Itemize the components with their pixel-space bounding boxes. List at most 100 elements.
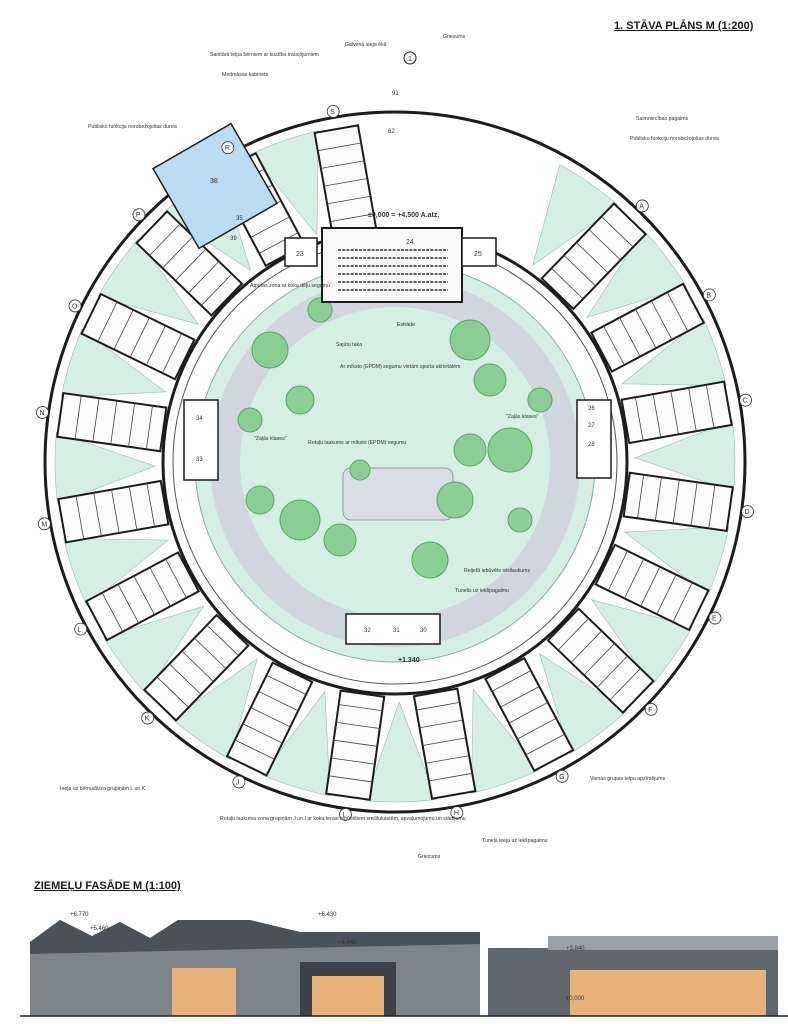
group-letter-circle — [339, 808, 352, 821]
level-6: ±0,000 — [566, 996, 585, 1002]
inner-courtyard — [194, 261, 596, 663]
group-letter-circle — [38, 517, 51, 531]
note-path: Sajūtu taka — [336, 342, 362, 348]
wing-block — [622, 471, 734, 532]
room-34-label: 34 — [196, 416, 203, 422]
level-2: +5.460 — [90, 926, 109, 932]
room-31-label: 31 — [393, 628, 400, 634]
note-griezums-bottom: Griezums — [418, 854, 441, 860]
note-main-entry: Galvenā ieeja ēkā — [345, 42, 387, 48]
tree — [453, 433, 487, 467]
lawn-fan — [261, 690, 331, 797]
group-letter-circle — [450, 806, 464, 819]
group-letter-circle — [221, 141, 235, 155]
lawn-fan — [364, 701, 437, 803]
facade-window-3 — [570, 970, 766, 1016]
group-letter-circle — [36, 406, 49, 419]
tree — [279, 499, 321, 541]
lawn-fan — [538, 652, 628, 754]
group-letter-circle — [141, 711, 155, 725]
note-sanitary: Sanitārā telpa bērniem ar kustību traucē… — [210, 52, 319, 58]
group-letter: A — [639, 203, 644, 210]
lawn-fan — [171, 657, 258, 760]
tree — [527, 387, 553, 413]
facade-window-2 — [312, 976, 384, 1016]
wing-block — [412, 687, 477, 800]
elevation-entry: +1.340 — [398, 657, 420, 664]
wing-block — [135, 209, 244, 317]
block-east — [576, 399, 612, 479]
group-letter-circle — [635, 199, 649, 213]
note-service-yard: Saimniecības pagalms — [636, 116, 689, 122]
level-4: +4.440 — [338, 940, 357, 946]
group-letter: E — [712, 616, 717, 623]
note-stage: Estrāde — [397, 322, 415, 328]
lawn-fan — [63, 538, 169, 607]
north-facade: +6.770 +5.460 +6.430 +4.440 +3.840 ±0,00… — [20, 912, 788, 1017]
room-30-label: 30 — [420, 628, 427, 634]
group-letter-circle — [555, 769, 569, 783]
tree — [323, 523, 357, 557]
outer-ring-wall — [43, 110, 747, 814]
group-letter-circle — [708, 611, 722, 625]
note-medical: Medmāsas kabinets — [222, 72, 269, 78]
room-32-label: 32 — [364, 628, 371, 634]
tree — [449, 319, 491, 361]
wing-block — [56, 392, 168, 453]
lawn-fan — [471, 688, 540, 794]
room-62-label: 62 — [388, 129, 395, 135]
lawn-fan — [634, 420, 736, 493]
lawn-fan — [590, 599, 693, 686]
group-letter-circle — [74, 622, 88, 636]
courtyard-lawns — [54, 130, 736, 803]
lawn-fan — [97, 238, 200, 325]
note-play-ji: Rotaļu laukuma zona grupiņām J un I ar k… — [220, 816, 466, 822]
group-letter-circle — [644, 702, 658, 716]
note-green-class-right: "Zaļās klases" — [506, 414, 539, 420]
room-27-label: 27 — [588, 423, 595, 429]
hall-block — [321, 227, 463, 303]
group-letter: R — [225, 145, 230, 152]
level-3: +6.430 — [318, 912, 337, 918]
facade-right-roof — [548, 936, 778, 950]
lawn-fan — [585, 229, 687, 319]
wing-block — [84, 551, 201, 642]
wing-block — [589, 282, 706, 373]
group-letter: B — [706, 292, 711, 299]
note-sport: Ar mīksto (EPDM) segumu vietām sporta ak… — [340, 364, 461, 370]
room-24-label: 24 — [406, 239, 414, 246]
level-5: +3.840 — [566, 946, 585, 952]
lawn-fan — [54, 431, 156, 504]
note-play-area: Rotaļu laukums ar mīksto (EPDM) segumu — [308, 440, 406, 446]
tree — [251, 331, 289, 369]
tree — [245, 485, 275, 515]
note-rest-zone: Atpūtas zona ar koka dēļu segumu — [250, 283, 330, 289]
room-28-label: 28 — [588, 442, 595, 448]
room-35-label: 35 — [236, 216, 243, 222]
facade-window-1 — [172, 968, 236, 1016]
note-group-space: Vienas grupas telpu apzīmējums — [590, 776, 666, 782]
wing-block — [57, 479, 170, 544]
note-griezums-top: Griezums — [443, 34, 466, 40]
lawn-fan — [532, 164, 619, 267]
note-tunnel: Tunelis uz iekšpagalmu — [455, 588, 509, 594]
group-letter: K — [145, 716, 150, 723]
lawn-fan — [621, 317, 727, 386]
group-letter: D — [745, 509, 750, 516]
section-marker — [403, 51, 417, 65]
wing-block — [80, 292, 196, 381]
tree — [237, 407, 263, 433]
block-west — [183, 399, 219, 481]
trees — [237, 297, 553, 579]
wing-block — [484, 656, 575, 773]
room-39-label: 39 — [230, 236, 237, 242]
room-25-label: 25 — [474, 251, 482, 258]
tree — [507, 507, 533, 533]
wing-block — [313, 124, 378, 237]
group-letter: H — [454, 810, 459, 817]
wing-block — [620, 380, 733, 445]
group-letter-circle — [68, 299, 82, 313]
group-letter-circle — [132, 208, 146, 222]
